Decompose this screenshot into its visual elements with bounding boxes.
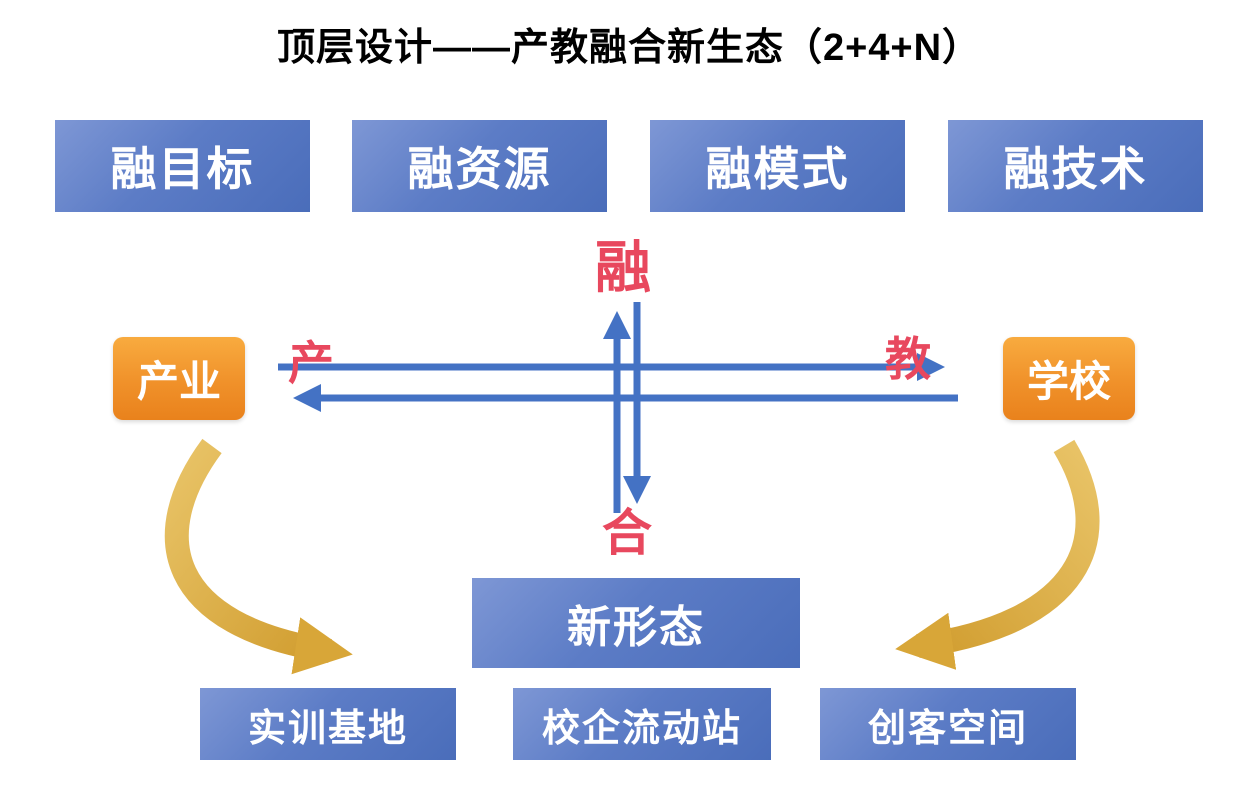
bottom-box-training-base: 实训基地	[200, 688, 456, 760]
bottom-box-maker-space: 创客空间	[820, 688, 1076, 760]
cross-char-jiao: 教	[885, 333, 931, 385]
top-box-goal: 融目标	[55, 120, 310, 212]
top-box-tech: 融技术	[948, 120, 1203, 212]
top-box-tech-label: 融技术	[1003, 143, 1148, 195]
cross-char-chan: 产	[288, 337, 334, 389]
top-box-mode-label: 融模式	[705, 143, 850, 195]
curved-arrow-school-to-space	[895, 439, 1100, 670]
cross-char-rong: 融	[595, 236, 651, 299]
node-industry: 产业	[113, 337, 245, 420]
bottom-box-flow-station-label: 校企流动站	[541, 707, 742, 750]
node-school-label: 学校	[1026, 358, 1111, 405]
bottom-box-maker-space-label: 创客空间	[867, 707, 1028, 750]
cross-char-he: 合	[602, 505, 652, 561]
node-school: 学校	[1003, 337, 1135, 420]
top-box-resource-label: 融资源	[407, 143, 552, 195]
bottom-box-training-base-label: 实训基地	[247, 707, 408, 750]
node-industry-label: 产业	[136, 358, 221, 405]
top-box-goal-label: 融目标	[110, 143, 255, 195]
curved-arrow-industry-to-base	[164, 438, 353, 675]
top-box-mode: 融模式	[650, 120, 905, 212]
top-box-resource: 融资源	[352, 120, 607, 212]
bottom-box-flow-station: 校企流动站	[513, 688, 771, 760]
center-box-new-form: 新形态	[472, 578, 800, 668]
page-title: 顶层设计——产教融合新生态（2+4+N）	[276, 27, 982, 69]
center-box-label: 新形态	[567, 603, 705, 652]
